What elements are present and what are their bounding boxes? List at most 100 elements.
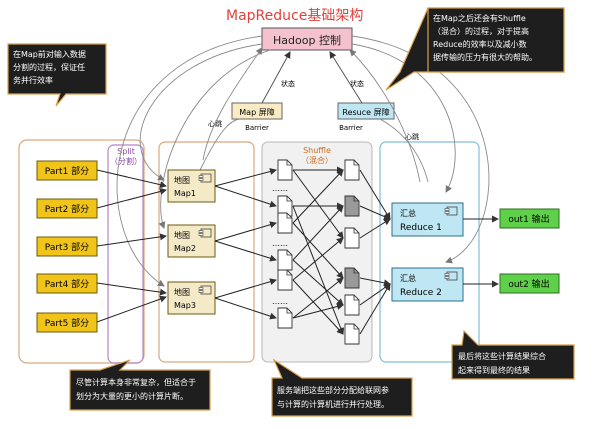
note-top-left: 在Map前对输入数据 分割的过程，保证任 务并行效率 [7,43,107,107]
map-3: 地图 Map3 [167,281,216,315]
document-icon [344,323,360,345]
flow-arrow [214,168,277,187]
reduce-2-name-label: Reduce 2 [400,288,442,298]
component-icon [444,206,458,216]
reduce-barrier-to-hadoop-arrow [329,51,363,104]
reduce-1-cn-label: 汇总 [400,208,416,218]
flow-arrow [214,297,277,320]
map-to-document-arrows [214,168,277,320]
part-5-label: Part5 部分 [45,317,89,329]
flow-arrow [214,240,277,262]
part-3-label: Part3 部分 [45,241,89,253]
component-icon [198,173,212,183]
flow-arrow [359,218,391,239]
output-1-label: out1 输出 [508,213,549,225]
control-flow-curves [116,35,490,287]
note-top-right: 在Map之后还会有Shuffle （混合）的过程，对于提高 Reduce的效率以… [385,7,565,91]
flow-arrow [292,222,344,279]
map-3-name-label: Map3 [174,301,196,310]
flow-arrow [214,278,277,299]
document-icon [344,294,360,316]
output-2: out2 输出 [499,273,560,294]
map-barrier-label: Map 屏障 [239,107,274,117]
map-barrier-box [231,102,283,120]
reduce-1: 汇总 Reduce 1 [391,202,464,237]
part-1: Part1 部分 [36,160,98,181]
note-bottom-right-text: 最后将这些计算结果综合 起来得到最终的结果 [458,351,549,375]
part-1-label: Part1 部分 [45,165,89,177]
map-2-name-label: Map2 [174,244,196,253]
document-icon [277,307,293,329]
diagram-title: MapReduce基础架构 [226,7,363,24]
map-1-cn-label: 地图 [174,175,190,185]
component-icon [198,285,212,295]
map-2-cn-label: 地图 [174,230,190,240]
flow-arrow [359,169,391,220]
flow-arrow [292,259,344,306]
reduce-barrier-label: Resuce 屏障 [342,107,389,117]
flow-arrow [292,303,344,319]
note-bottom-mid-text: 服务端把这些部分分配给联网参 与计算的计算机进行并行处理。 [277,385,392,409]
part-to-map-arrows [96,169,167,323]
document-icon [277,249,293,271]
output-1: out1 输出 [499,208,560,229]
note-bottom-left: 尽管计算本身非常复杂，但适合于 划分为大量的更小的计算片断。 [69,359,211,411]
flow-arrow [292,205,345,335]
flow-arrow [292,169,344,239]
reduce-2: 汇总 Reduce 2 [391,267,464,302]
map-2: 地图 Map2 [167,224,216,258]
split-group [107,144,144,364]
dots-1: …… [272,184,288,193]
map-1: 地图 Map1 [167,169,216,203]
flow-arrow [292,205,344,261]
shuffle-subtitle: （混合） [301,155,333,165]
document-icon [277,159,293,181]
component-icon [198,228,212,238]
shuffle-title: Shuffle [303,146,331,155]
split-title: Split [117,147,135,156]
map-1-name-label: Map1 [174,189,196,198]
dots-2: …… [272,239,288,248]
document-icon [277,212,293,234]
part-2-label: Part2 部分 [45,203,89,215]
reduce-status-label: 状态 [350,79,364,88]
dots-3: …… [272,297,288,306]
flow-arrow [292,277,344,319]
note-bottom-right: 最后将这些计算结果综合 起来得到最终的结果 [451,329,575,380]
map-3-cn-label: 地图 [174,287,190,297]
output-2-label: out2 输出 [508,278,549,290]
flow-arrow [292,169,344,224]
flow-arrow [359,277,391,287]
note-top-left-text: 在Map前对输入数据 分割的过程，保证任 务并行效率 [13,49,88,85]
flow-arrow [292,237,344,281]
split-subtitle: （分割） [110,156,142,166]
note-top-right-text: 在Map之后还会有Shuffle （混合）的过程，对于提高 Reduce的效率以… [433,13,537,62]
flow-arrow [359,205,391,220]
document-icon [344,195,360,217]
flow-arrow [214,221,277,242]
shuffle-group [261,141,373,363]
maps-group [158,141,255,363]
shuffle-documents [277,159,360,345]
hadoop-control-label: Hadoop 控制 [273,33,341,47]
part-3: Part3 部分 [36,236,98,257]
map-barrier-to-hadoop-arrow [261,51,291,104]
reduce-1-name-label: Reduce 1 [400,223,442,233]
part-4-label: Part4 部分 [45,278,89,290]
parts-group [18,139,145,364]
note-bottom-mid: 服务端把这些部分分配给联网参 与计算的计算机进行并行处理。 [271,358,413,417]
document-icon [277,269,293,291]
component-icon [444,271,458,281]
note-bottom-left-text: 尽管计算本身非常复杂，但适合于 划分为大量的更小的计算片断。 [76,377,199,401]
hadoop-control-box [261,27,353,51]
part-4: Part4 部分 [36,273,98,294]
document-icon [344,227,360,249]
flow-arrow [214,185,277,208]
heartbeat-right-label: 心跳 [405,132,419,141]
flow-arrow [359,283,391,335]
map-status-label: 状态 [281,79,295,88]
part-2: Part2 部分 [36,198,98,219]
part-5: Part5 部分 [36,312,98,333]
reduce-2-cn-label: 汇总 [400,273,416,283]
